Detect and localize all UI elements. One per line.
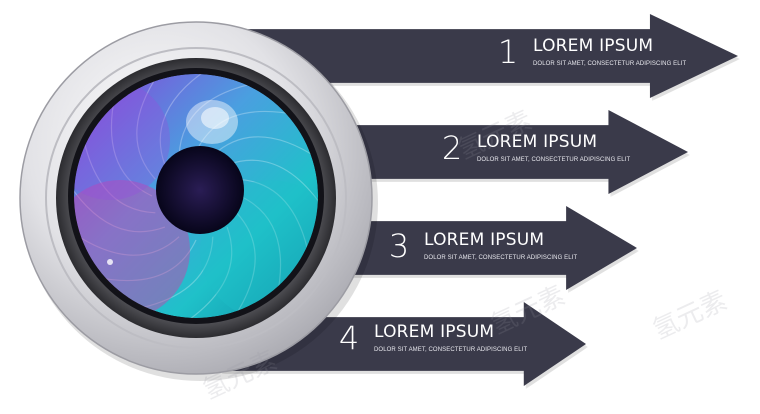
step-title: LOREM IPSUM <box>477 131 598 152</box>
aperture-blade <box>74 231 180 256</box>
aperture-blade <box>212 136 318 161</box>
aperture-blade <box>178 81 260 156</box>
step-text: LOREM IPSUM DOLOR SIT AMET, CONSECTETUR … <box>477 131 631 164</box>
step-description: DOLOR SIT AMET, CONSECTETUR ADIPISCING E… <box>477 157 631 164</box>
step-description: DOLOR SIT AMET, CONSECTETUR ADIPISCING E… <box>374 347 528 354</box>
step-title: LOREM IPSUM <box>533 35 654 56</box>
aperture-blade <box>74 180 166 233</box>
watermark: 氢元素 <box>648 285 732 346</box>
step-text: LOREM IPSUM DOLOR SIT AMET, CONSECTETUR … <box>374 321 528 354</box>
step-3: 3 LOREM IPSUM DOLOR SIT AMET, CONSECTETU… <box>384 230 577 262</box>
step-1: 1 LOREM IPSUM DOLOR SIT AMET, CONSECTETU… <box>493 36 686 68</box>
aperture-blade <box>94 239 197 282</box>
aperture-blade <box>180 226 233 318</box>
step-text: LOREM IPSUM DOLOR SIT AMET, CONSECTETUR … <box>424 229 578 262</box>
step-number: 4 <box>338 319 360 357</box>
aperture-blade <box>236 178 311 260</box>
step-text: LOREM IPSUM DOLOR SIT AMET, CONSECTETUR … <box>533 35 687 68</box>
aperture-blade <box>110 94 153 197</box>
step-2: 2 LOREM IPSUM DOLOR SIT AMET, CONSECTETU… <box>437 132 630 164</box>
aperture-blade <box>159 74 212 166</box>
step-description: DOLOR SIT AMET, CONSECTETUR ADIPISCING E… <box>424 255 578 262</box>
step-description: DOLOR SIT AMET, CONSECTETUR ADIPISCING E… <box>533 61 687 68</box>
aperture-blade <box>132 236 214 311</box>
step-number: 2 <box>441 129 463 167</box>
aperture-blade <box>226 159 318 212</box>
aperture-blade <box>81 132 156 214</box>
aperture-blade <box>231 212 256 318</box>
aperture-blade <box>136 74 161 180</box>
step-title: LOREM IPSUM <box>374 321 495 342</box>
camera-lens-icon <box>19 21 378 381</box>
aperture-blade <box>195 110 298 153</box>
step-number: 3 <box>388 227 410 265</box>
step-4: 4 LOREM IPSUM DOLOR SIT AMET, CONSECTETU… <box>334 322 527 354</box>
step-title: LOREM IPSUM <box>424 229 545 250</box>
aperture-blade <box>239 195 282 298</box>
step-number: 1 <box>497 33 519 71</box>
